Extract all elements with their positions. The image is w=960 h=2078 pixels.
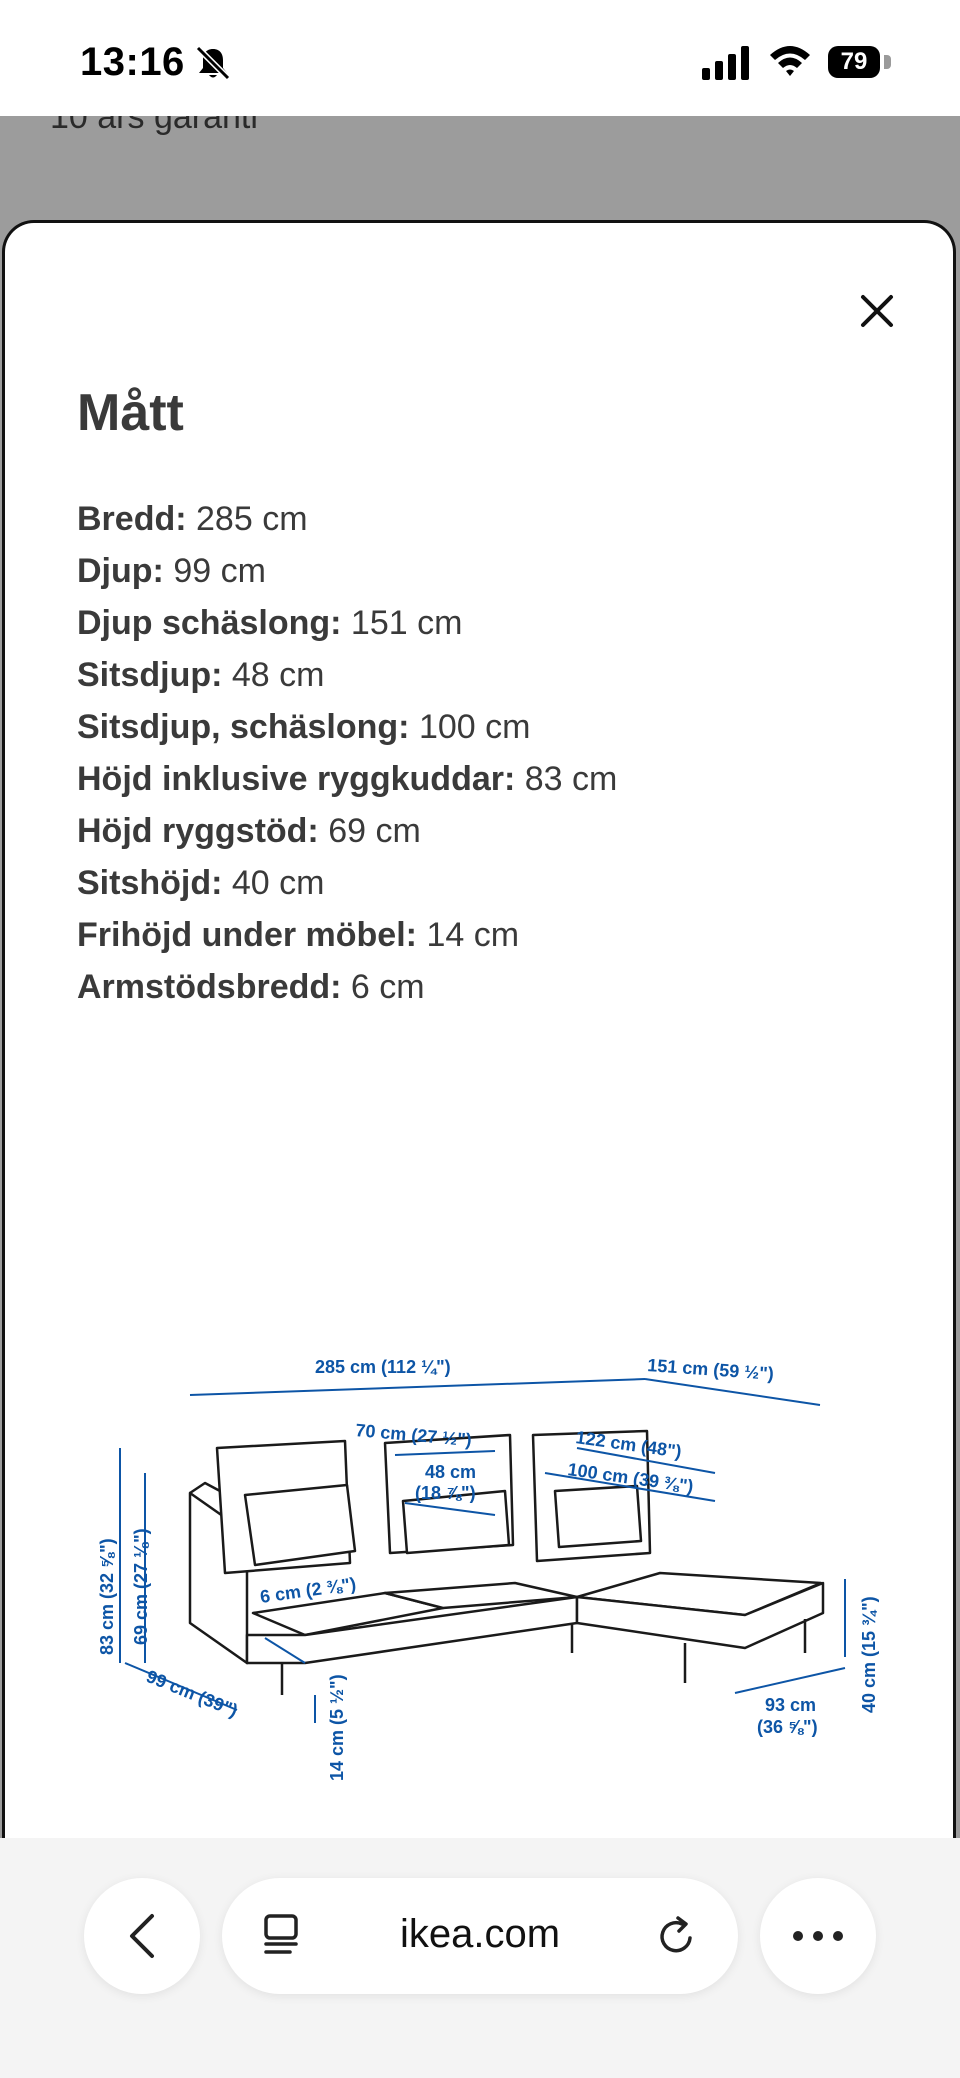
dim-label-height: 83 cm (32 ⅝") <box>97 1538 117 1655</box>
spec-label: Sitshöjd: <box>77 864 223 902</box>
spec-label: Frihöjd under möbel: <box>77 916 417 954</box>
spec-label: Sitsdjup, schäslong: <box>77 708 410 746</box>
spec-label: Bredd: <box>77 500 187 538</box>
spec-label: Höjd ryggstöd: <box>77 812 319 850</box>
spec-row: Höjd ryggstöd: 69 cm <box>77 805 617 857</box>
dim-label-seat-depth-inch: (18 ⅞") <box>415 1483 476 1503</box>
bell-off-icon <box>195 45 231 81</box>
status-bar: 13:16 79 <box>0 0 960 116</box>
spec-row: Armstödsbredd: 6 cm <box>77 961 617 1013</box>
spec-row: Djup: 99 cm <box>77 545 617 597</box>
dim-label-back-height: 69 cm (27 ⅛") <box>131 1528 151 1645</box>
dim-label-clearance: 14 cm (5 ½") <box>327 1674 347 1781</box>
back-button[interactable] <box>84 1878 200 1994</box>
spec-row: Sitsdjup: 48 cm <box>77 649 617 701</box>
background-partial-text: 10 års garanti <box>50 116 258 136</box>
sheet-title: Mått <box>77 384 184 442</box>
url-text[interactable]: ikea.com <box>399 1912 561 1956</box>
spec-row: Frihöjd under möbel: 14 cm <box>77 909 617 961</box>
spec-value: 69 cm <box>328 812 421 850</box>
spec-row: Sitsdjup, schäslong: 100 cm <box>77 701 617 753</box>
dim-label-seat-depth: 48 cm <box>425 1462 476 1482</box>
close-button[interactable] <box>845 279 909 343</box>
dimensions-sheet: Mått Bredd: 285 cm Djup: 99 cm Djup schä… <box>2 220 956 2078</box>
more-options-button[interactable] <box>760 1878 876 1994</box>
browser-toolbar: ikea.com <box>0 1838 960 2078</box>
wifi-icon <box>770 46 810 76</box>
spec-row: Djup schäslong: 151 cm <box>77 597 617 649</box>
spec-value: 100 cm <box>418 708 531 746</box>
dim-label-depth: 99 cm (39") <box>144 1666 241 1721</box>
spec-value: 99 cm <box>173 552 266 590</box>
dim-label-chaise-depth: 151 cm (59 ½") <box>647 1355 775 1384</box>
status-time: 13:16 <box>80 40 185 84</box>
spec-value: 83 cm <box>524 760 618 798</box>
spec-label: Djup schäslong: <box>77 604 342 642</box>
sofa-dimension-diagram: 285 cm (112 ¼") 151 cm (59 ½") 70 cm (27… <box>97 1355 879 1781</box>
dim-label-chaise-width-inch: (36 ⅝") <box>757 1717 818 1737</box>
spec-value: 14 cm <box>426 916 520 954</box>
spec-label: Höjd inklusive ryggkuddar: <box>77 760 516 798</box>
spec-label: Djup: <box>77 552 164 590</box>
spec-label: Sitsdjup: <box>77 656 223 694</box>
battery-indicator: 79 <box>828 46 880 78</box>
spec-list: Bredd: 285 cm Djup: 99 cm Djup schäslong… <box>77 493 617 1013</box>
cellular-signal-icon <box>702 46 749 80</box>
spec-value: 48 cm <box>231 656 325 694</box>
reload-icon[interactable] <box>652 1912 700 1960</box>
dim-label-chaise-width: 93 cm <box>765 1695 816 1715</box>
dim-label-seat-height: 40 cm (15 ¾") <box>859 1596 879 1713</box>
spec-row: Sitshöjd: 40 cm <box>77 857 617 909</box>
spec-value: 151 cm <box>350 604 463 642</box>
address-bar[interactable]: ikea.com <box>222 1878 738 1994</box>
spec-row: Bredd: 285 cm <box>77 493 617 545</box>
battery-cap <box>884 55 891 69</box>
more-dots-icon <box>793 1931 843 1941</box>
dim-label-width: 285 cm (112 ¼") <box>315 1357 451 1377</box>
close-icon <box>861 295 893 327</box>
spec-row: Höjd inklusive ryggkuddar: 83 cm <box>77 753 617 805</box>
chevron-left-icon <box>130 1914 154 1958</box>
spec-value: 6 cm <box>350 968 425 1006</box>
spec-value: 285 cm <box>196 500 308 538</box>
spec-value: 40 cm <box>231 864 325 902</box>
tab-overview-icon[interactable] <box>260 1914 302 1958</box>
spec-label: Armstödsbredd: <box>77 968 342 1006</box>
